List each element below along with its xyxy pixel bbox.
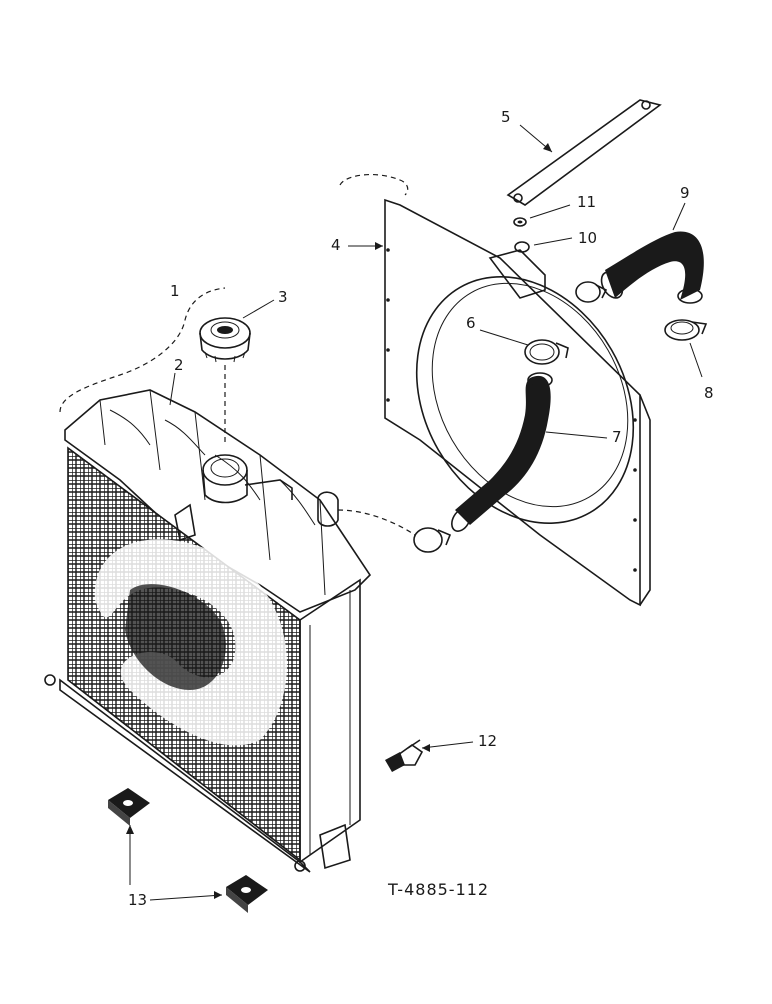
radiator-cap — [199, 317, 251, 363]
part-label-8: 8 — [704, 384, 714, 402]
part-label-10: 10 — [578, 229, 598, 247]
mounting-pad-lower — [226, 875, 268, 913]
part-label-6: 6 — [466, 314, 476, 332]
lower-hose — [451, 372, 553, 532]
hose-clamp-upper-left — [575, 281, 608, 303]
mounting-pad-upper — [108, 788, 150, 826]
part-label-4: 4 — [331, 236, 341, 254]
support-brace — [506, 99, 662, 206]
hose-clamp-6 — [524, 339, 569, 365]
washer — [514, 241, 530, 253]
hose-clamp-lower — [413, 527, 452, 553]
part-label-1: 1 — [170, 282, 180, 300]
part-label-11: 11 — [577, 193, 597, 211]
part-label-3: 3 — [278, 288, 288, 306]
part-label-7: 7 — [612, 428, 622, 446]
leader-lines — [129, 124, 703, 901]
drain-cock — [385, 739, 424, 772]
radiator — [44, 389, 372, 873]
leader-arrowheads — [126, 143, 552, 899]
part-label-12: 12 — [478, 732, 498, 750]
part-label-13: 13 — [128, 891, 148, 909]
nut — [513, 217, 527, 227]
upper-hose — [600, 231, 704, 304]
fan-shroud — [384, 198, 651, 607]
part-label-9: 9 — [680, 184, 690, 202]
drawing-reference-code: T-4885-112 — [388, 880, 490, 899]
part-label-5: 5 — [501, 108, 511, 126]
part-label-2: 2 — [174, 356, 184, 374]
hose-clamp-8 — [664, 319, 708, 341]
